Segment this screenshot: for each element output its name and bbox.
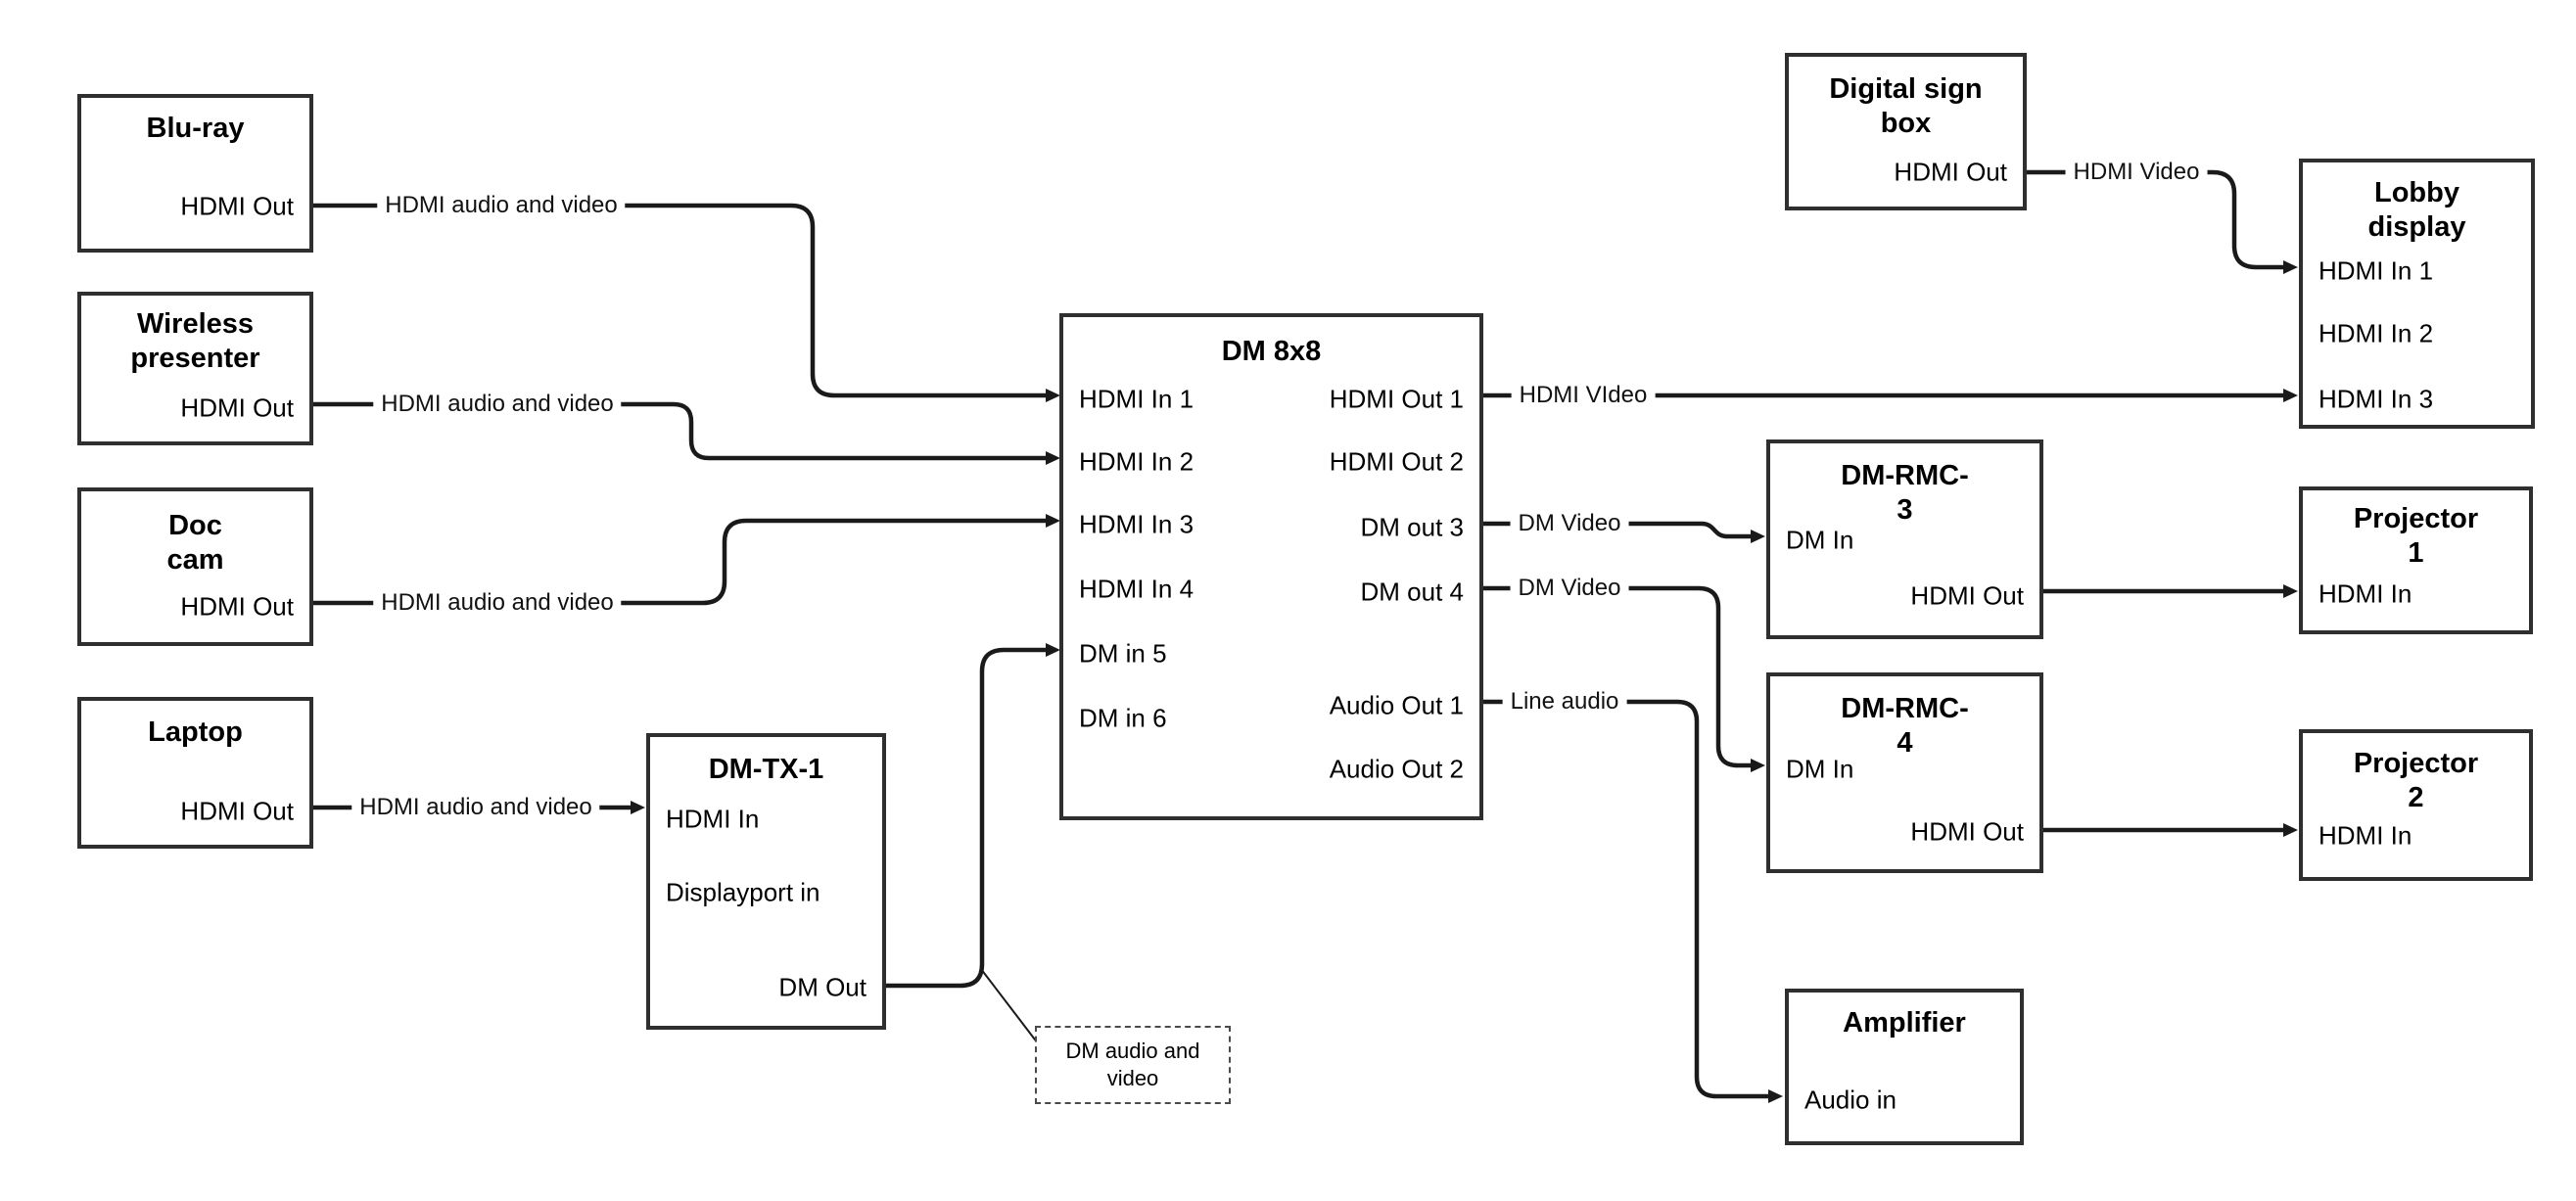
edge-label-hdmi-audio-video-4: HDMI audio and video <box>351 794 600 821</box>
node-title: Doc cam <box>166 510 224 576</box>
port-dm-out-4: DM out 4 <box>1360 577 1465 607</box>
port-dm-in: DM In <box>1786 754 1854 784</box>
edge-dm8x8-out4-to-dmrmc4 <box>1483 585 1765 772</box>
node-dm-rmc-4: DM-RMC-4 DM In HDMI Out <box>1766 672 2043 873</box>
node-title: DM-TX-1 <box>708 754 824 785</box>
edge-label-hdmi-video-out1: HDMI VIdeo <box>1511 382 1656 409</box>
edge-label-hdmi-audio-video-2: HDMI audio and video <box>373 391 622 418</box>
edge-bluray-to-dm8x8-in1 <box>313 203 1060 402</box>
port-dm-out: DM Out <box>778 972 866 1002</box>
port-dm-in-5: DM in 5 <box>1079 638 1167 669</box>
node-digital-sign-box: Digital sign box HDMI Out <box>1785 53 2027 210</box>
port-hdmi-out: HDMI Out <box>180 796 294 826</box>
port-hdmi-out-2: HDMI Out 2 <box>1329 446 1464 477</box>
port-hdmi-out: HDMI Out <box>180 393 294 423</box>
port-hdmi-in: HDMI In <box>2318 820 2412 851</box>
port-hdmi-in-3: HDMI In 3 <box>1079 509 1194 539</box>
node-title: Projector 2 <box>2353 748 2479 813</box>
port-dm-in-6: DM in 6 <box>1079 703 1167 733</box>
edge-label-hdmi-video-sign: HDMI Video <box>2065 159 2208 186</box>
port-hdmi-out: HDMI Out <box>1910 816 2024 847</box>
port-hdmi-out-1: HDMI Out 1 <box>1329 384 1464 414</box>
node-title: Lobby display <box>2367 177 2466 243</box>
port-hdmi-in-3: HDMI In 3 <box>2318 384 2434 414</box>
port-hdmi-out: HDMI Out <box>180 591 294 622</box>
edge-label-line-audio: Line audio <box>1502 688 1627 716</box>
edge-digitalsign-to-lobby-in1 <box>2027 169 2298 274</box>
node-projector-1: Projector 1 HDMI In <box>2299 486 2533 634</box>
callout-dm-audio-and-video: DM audio and video <box>1035 1026 1231 1104</box>
node-title: Wireless presenter <box>130 308 260 374</box>
node-title: Amplifier <box>1843 1007 1966 1039</box>
node-bluray: Blu-ray HDMI Out <box>77 94 313 253</box>
node-title: Digital sign box <box>1829 73 1983 139</box>
port-hdmi-out: HDMI Out <box>1894 157 2007 187</box>
edge-wireless-to-dm8x8-in2 <box>313 401 1060 465</box>
edge-dm8x8-audio1-to-amplifier <box>1483 699 1783 1103</box>
node-wireless-presenter: Wireless presenter HDMI Out <box>77 292 313 445</box>
edge-label-dm-video-out4: DM Video <box>1510 575 1629 602</box>
port-hdmi-in-2: HDMI In 2 <box>1079 446 1194 477</box>
node-dm-tx-1: DM-TX-1 HDMI In Displayport in DM Out <box>646 733 886 1030</box>
port-hdmi-in: HDMI In <box>666 804 760 834</box>
node-title: DM-RMC-4 <box>1841 693 1969 759</box>
node-projector-2: Projector 2 HDMI In <box>2299 729 2533 881</box>
port-hdmi-in-4: HDMI In 4 <box>1079 574 1194 604</box>
node-dm-rmc-3: DM-RMC-3 DM In HDMI Out <box>1766 439 2043 639</box>
node-title: Blu-ray <box>146 113 245 144</box>
port-hdmi-in-1: HDMI In 1 <box>2318 255 2434 286</box>
node-title: DM-RMC-3 <box>1841 460 1969 526</box>
port-audio-out-2: Audio Out 2 <box>1329 754 1464 784</box>
port-hdmi-in: HDMI In <box>2318 578 2412 609</box>
edge-dm8x8-out3-to-dmrmc3 <box>1483 521 1765 543</box>
port-hdmi-out: HDMI Out <box>180 191 294 221</box>
node-lobby-display: Lobby display HDMI In 1 HDMI In 2 HDMI I… <box>2299 159 2535 429</box>
edge-doccam-to-dm8x8-in3 <box>313 514 1060 606</box>
port-dm-out-3: DM out 3 <box>1360 512 1465 542</box>
edge-label-dm-video-out3: DM Video <box>1510 510 1629 537</box>
node-title: Projector 1 <box>2353 503 2479 569</box>
edge-dmtx1-to-dm8x8-in5 <box>886 643 1060 989</box>
edge-label-hdmi-audio-video-1: HDMI audio and video <box>377 192 626 219</box>
node-amplifier: Amplifier Audio in <box>1785 989 2024 1145</box>
port-displayport-in: Displayport in <box>666 877 820 907</box>
port-audio-in: Audio in <box>1804 1085 1897 1115</box>
port-hdmi-out: HDMI Out <box>1910 580 2024 611</box>
callout-text: DM audio and video <box>1065 1039 1200 1090</box>
port-dm-in: DM In <box>1786 525 1854 555</box>
port-hdmi-in-2: HDMI In 2 <box>2318 318 2434 348</box>
node-dm-8x8-switcher: DM 8x8 HDMI In 1 HDMI In 2 HDMI In 3 HDM… <box>1059 313 1483 820</box>
edge-label-hdmi-audio-video-3: HDMI audio and video <box>373 589 622 617</box>
node-title: DM 8x8 <box>1221 336 1322 367</box>
port-hdmi-in-1: HDMI In 1 <box>1079 384 1194 414</box>
callout-leader-line <box>980 968 1039 1044</box>
node-laptop: Laptop HDMI Out <box>77 697 313 849</box>
node-title: Laptop <box>148 716 243 748</box>
node-doc-cam: Doc cam HDMI Out <box>77 487 313 646</box>
port-audio-out-1: Audio Out 1 <box>1329 690 1464 720</box>
